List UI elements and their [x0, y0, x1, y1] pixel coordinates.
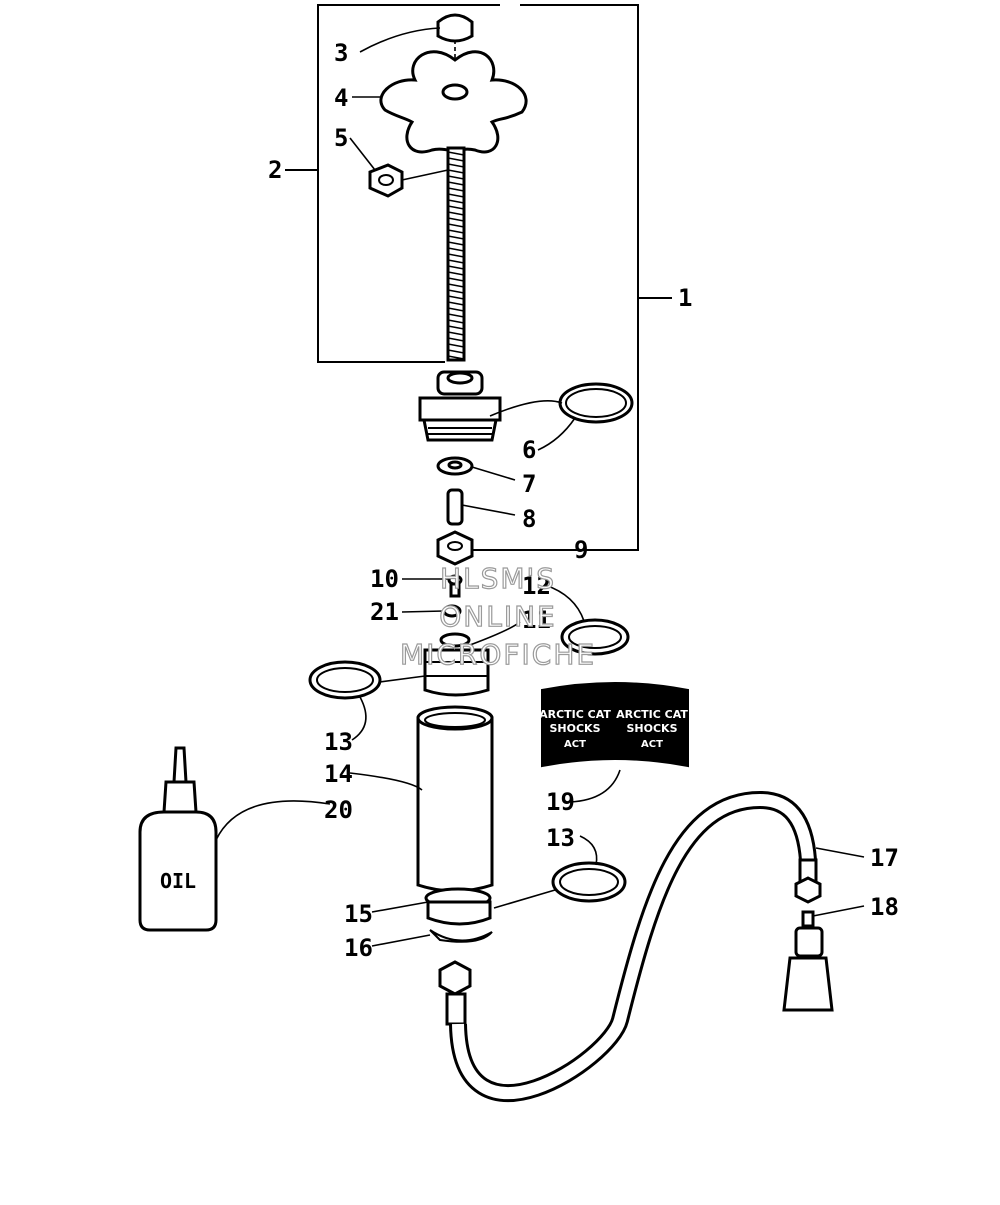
callout-18: 18: [870, 893, 899, 921]
hose-assembly: [438, 790, 817, 1103]
watermark-line-2: ONLINE: [439, 600, 556, 633]
thread-line: [447, 301, 465, 306]
decal-left-line2: SHOCKS: [550, 722, 601, 735]
thread-line: [447, 193, 465, 198]
thread-line: [447, 169, 465, 174]
decal-right-logo: ACT: [641, 739, 663, 750]
leader-lines: [215, 27, 865, 947]
rod-threads: [447, 151, 465, 360]
thread-line: [447, 289, 465, 294]
thread-line: [447, 151, 465, 156]
thread-line: [447, 355, 465, 360]
callout-8: 8: [522, 505, 536, 533]
thread-line: [447, 319, 465, 324]
watermark-line-1: HLSM'S: [440, 562, 556, 595]
bracket-group-1: [470, 4, 672, 551]
thread-line: [447, 331, 465, 336]
thread-line: [447, 217, 465, 222]
thread-line: [447, 349, 465, 354]
cap-part-3: [436, 13, 474, 90]
thread-line: [447, 181, 465, 186]
oil-bottle-part-20: OIL: [138, 746, 218, 932]
callout-14: 14: [324, 760, 353, 788]
decal-right-line2: SHOCKS: [627, 722, 678, 735]
callout-13-upper: 13: [324, 728, 353, 756]
thread-line: [447, 253, 465, 258]
threaded-rod: [446, 146, 466, 362]
thread-line: [447, 205, 465, 210]
callout-21: 21: [370, 598, 399, 626]
cylinder-part-14: [416, 705, 494, 893]
thread-line: [447, 211, 465, 216]
thread-line: [447, 313, 465, 318]
callout-4: 4: [334, 84, 348, 112]
thread-line: [447, 265, 465, 270]
thread-line: [447, 295, 465, 300]
callout-9: 9: [574, 536, 588, 564]
decal-left-line1: ARCTIC CAT: [539, 708, 611, 721]
pin-part-8: [446, 488, 464, 526]
thread-line: [447, 277, 465, 282]
hose-fitting-part-17: [794, 858, 822, 904]
star-knob-part-4: [379, 50, 528, 154]
oil-label: OIL: [160, 869, 196, 893]
o-ring-part-6: [558, 382, 634, 424]
hex-nut-part-9: [436, 530, 474, 566]
thread-line: [447, 259, 465, 264]
thread-line: [447, 175, 465, 180]
end-cap-part-15: [424, 887, 492, 926]
thread-line: [447, 241, 465, 246]
callout-19: 19: [546, 788, 575, 816]
thread-line: [447, 271, 465, 276]
decal-left-logo: ACT: [564, 739, 586, 750]
callout-13-lower: 13: [546, 824, 575, 852]
callout-17: 17: [870, 844, 899, 872]
callout-7: 7: [522, 470, 536, 498]
split-ring-part-12: [560, 618, 630, 656]
valve-body: [418, 370, 502, 442]
thread-line: [447, 343, 465, 348]
thread-line: [447, 325, 465, 330]
watermark-line-3: MICROFICHE: [400, 638, 596, 671]
callout-20: 20: [324, 796, 353, 824]
hex-nut-part-5: [368, 163, 404, 198]
callout-2: 2: [268, 156, 282, 184]
decal-part-19: ARCTIC CAT SHOCKS ACT ARCTIC CAT SHOCKS …: [539, 682, 689, 768]
decal-right-line1: ARCTIC CAT: [616, 708, 688, 721]
watermark: HLSM'S ONLINE MICROFICHE: [399, 561, 596, 671]
thread-line: [447, 199, 465, 204]
coupler-part-18: [782, 910, 834, 1012]
thread-line: [447, 223, 465, 228]
callout-3: 3: [334, 39, 348, 67]
o-ring-part-13-upper: [308, 660, 382, 700]
valve-core-part-10: [447, 574, 463, 598]
callout-11: 11: [522, 606, 551, 634]
callout-labels: 1 2 3 4 5 6 7 8 9 10 11 12 13 13 14 15 1…: [268, 39, 899, 962]
thread-line: [447, 307, 465, 312]
thread-line: [447, 247, 465, 252]
o-ring-part-13-lower: [551, 861, 627, 903]
callout-6: 6: [522, 436, 536, 464]
thread-line: [447, 283, 465, 288]
callout-15: 15: [344, 900, 373, 928]
callout-12: 12: [522, 572, 551, 600]
callout-1: 1: [678, 284, 692, 312]
callout-16: 16: [344, 934, 373, 962]
thread-line: [447, 157, 465, 162]
bracket-group-2: [285, 4, 500, 363]
callout-5: 5: [334, 124, 348, 152]
thread-line: [447, 187, 465, 192]
thread-line: [447, 235, 465, 240]
thread-line: [447, 337, 465, 342]
clip-part-16: [429, 929, 493, 943]
thread-line: [447, 163, 465, 168]
washer-part-7: [436, 456, 474, 476]
thread-line: [447, 229, 465, 234]
piston-part-11: [423, 632, 490, 697]
callout-10: 10: [370, 565, 399, 593]
